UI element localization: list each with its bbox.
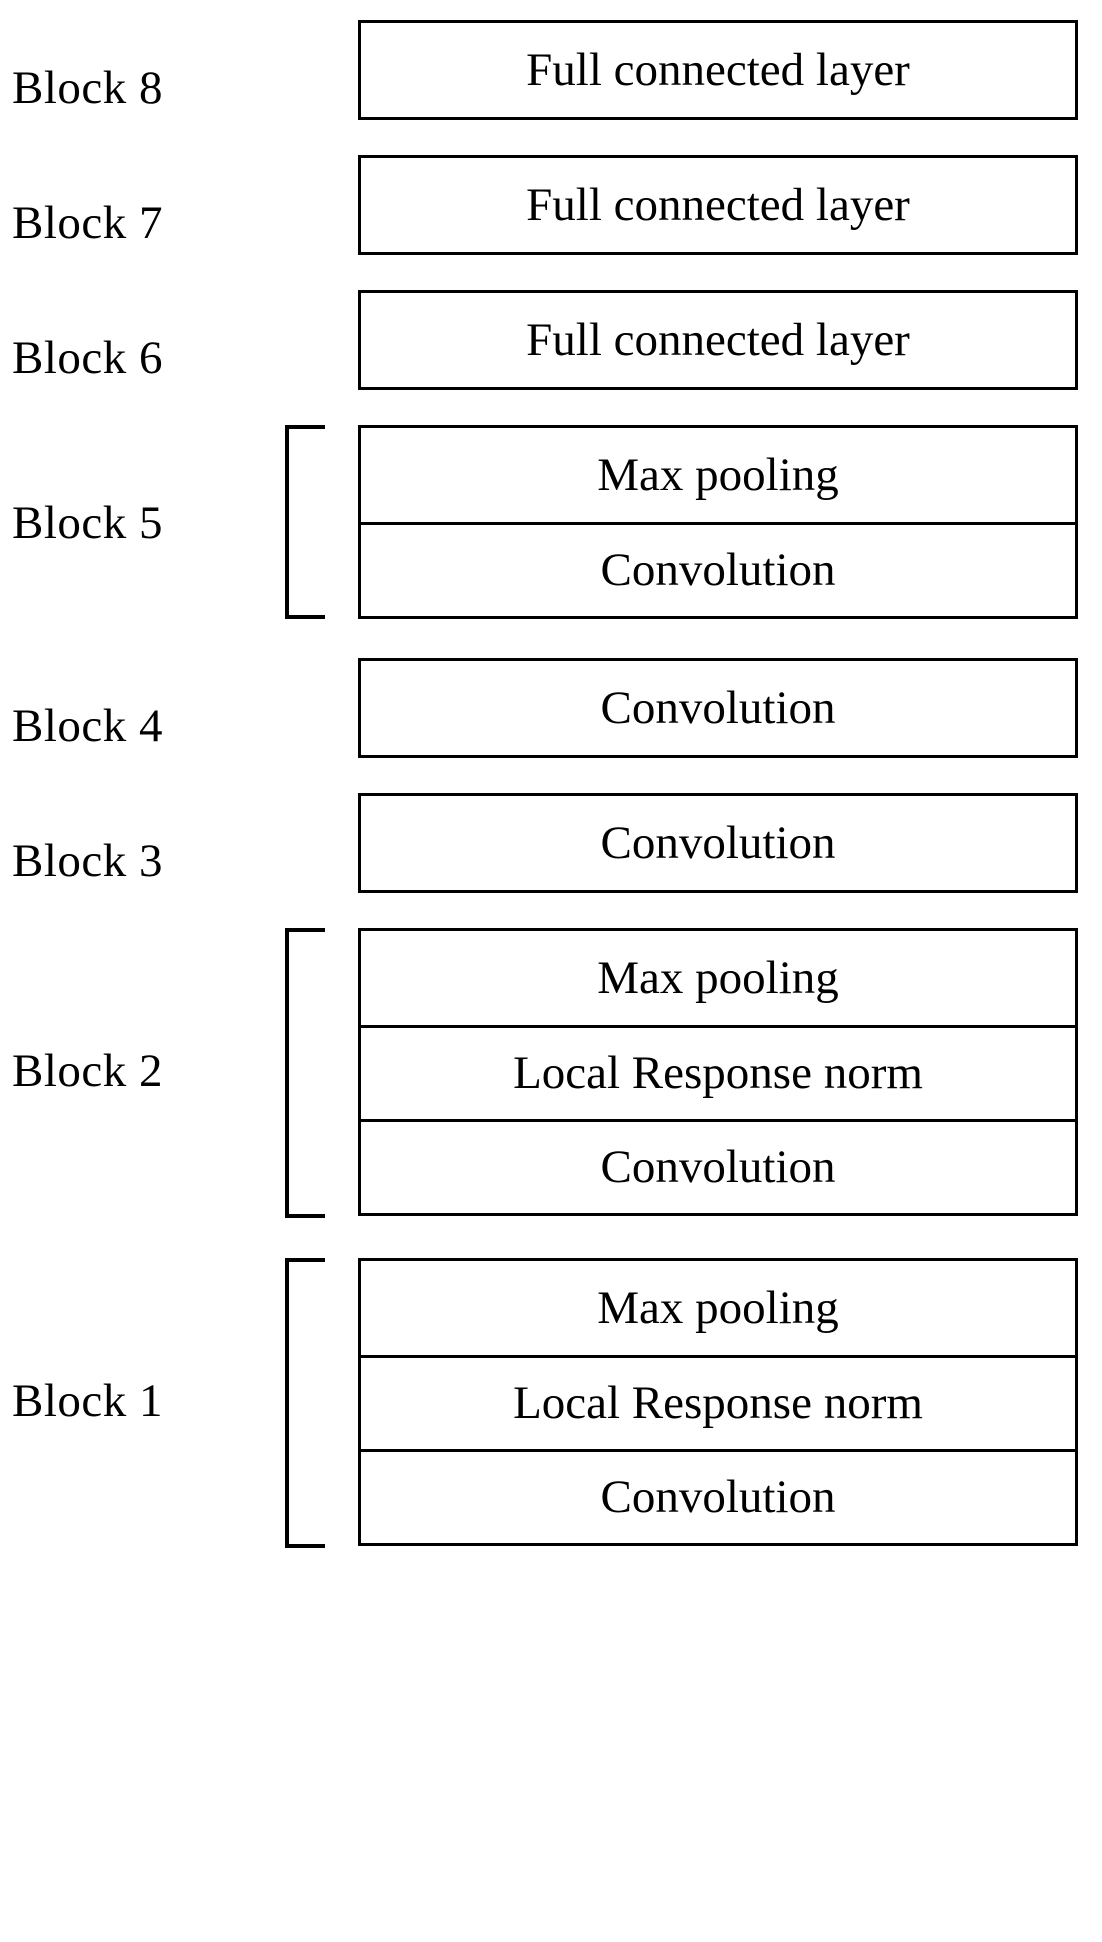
- block-label-1: Block 1: [12, 1375, 164, 1427]
- layer-convolution[interactable]: Convolution: [361, 661, 1075, 755]
- block-label-6: Block 6: [12, 332, 164, 384]
- group-bracket-5: [285, 425, 325, 619]
- layer-label: Convolution: [600, 1471, 836, 1523]
- layer-convolution[interactable]: Convolution: [361, 1119, 1075, 1213]
- layer-label: Convolution: [600, 544, 836, 596]
- layer-full-connected[interactable]: Full connected layer: [361, 293, 1075, 387]
- layer-stack-8: Full connected layer: [358, 20, 1078, 120]
- layer-local-response-norm[interactable]: Local Response norm: [361, 1355, 1075, 1449]
- layer-label: Max pooling: [597, 1281, 839, 1334]
- layer-stack-3: Convolution: [358, 793, 1078, 893]
- layer-convolution[interactable]: Convolution: [361, 522, 1075, 616]
- layer-label: Max pooling: [597, 448, 839, 501]
- block-label-2: Block 2: [12, 1045, 164, 1097]
- layer-convolution[interactable]: Convolution: [361, 796, 1075, 890]
- block-label-7: Block 7: [12, 197, 164, 249]
- layer-max-pooling[interactable]: Max pooling: [361, 931, 1075, 1025]
- block-label-3: Block 3: [12, 835, 164, 887]
- layer-convolution[interactable]: Convolution: [361, 1449, 1075, 1543]
- layer-stack-4: Convolution: [358, 658, 1078, 758]
- layer-label: Local Response norm: [513, 1377, 923, 1429]
- group-bracket-2: [285, 928, 325, 1218]
- layer-label: Convolution: [600, 681, 836, 734]
- group-bracket-1: [285, 1258, 325, 1548]
- layer-label: Convolution: [600, 1141, 836, 1193]
- layer-stack-2: Max pooling Local Response norm Convolut…: [358, 928, 1078, 1216]
- block-label-4: Block 4: [12, 700, 164, 752]
- layer-max-pooling[interactable]: Max pooling: [361, 428, 1075, 522]
- layer-label: Full connected layer: [526, 313, 910, 366]
- layer-label: Local Response norm: [513, 1047, 923, 1099]
- layer-label: Full connected layer: [526, 43, 910, 96]
- layer-full-connected[interactable]: Full connected layer: [361, 23, 1075, 117]
- layer-max-pooling[interactable]: Max pooling: [361, 1261, 1075, 1355]
- block-label-8: Block 8: [12, 62, 164, 114]
- layer-label: Convolution: [600, 816, 836, 869]
- layer-full-connected[interactable]: Full connected layer: [361, 158, 1075, 252]
- layer-stack-5: Max pooling Convolution: [358, 425, 1078, 619]
- layer-label: Max pooling: [597, 951, 839, 1004]
- layer-label: Full connected layer: [526, 178, 910, 231]
- layer-stack-7: Full connected layer: [358, 155, 1078, 255]
- layer-stack-6: Full connected layer: [358, 290, 1078, 390]
- block-label-5: Block 5: [12, 497, 164, 549]
- layer-local-response-norm[interactable]: Local Response norm: [361, 1025, 1075, 1119]
- layer-stack-1: Max pooling Local Response norm Convolut…: [358, 1258, 1078, 1546]
